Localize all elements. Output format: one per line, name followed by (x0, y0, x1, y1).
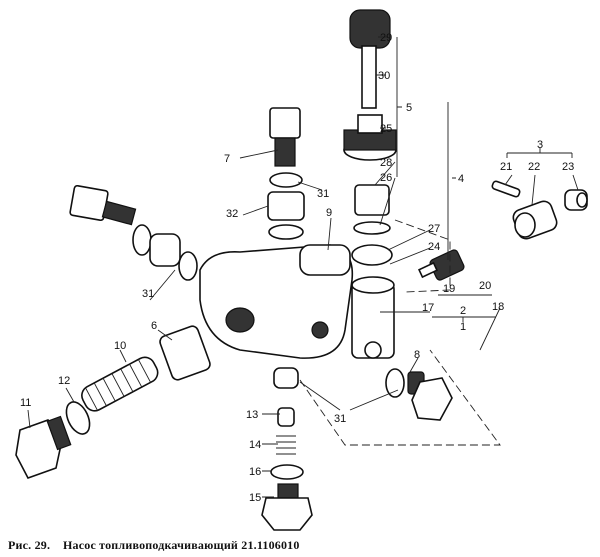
label-13: 13 (246, 409, 258, 421)
label-20: 20 (479, 280, 491, 292)
label-14: 14 (249, 439, 261, 451)
label-30: 30 (378, 70, 390, 82)
label-28: 28 (380, 157, 392, 169)
part-6-sleeve (159, 325, 211, 381)
part-22-body (512, 200, 558, 240)
part-19-20-valve (417, 249, 465, 281)
part-28-sleeve (354, 184, 390, 216)
label-32: 32 (226, 208, 238, 220)
part-31-washer (269, 172, 303, 188)
part-11-plug (15, 415, 72, 479)
part-12-ring (65, 401, 91, 435)
label-18: 18 (492, 301, 504, 313)
label-25: 25 (380, 123, 392, 135)
label-31: 31 (334, 413, 346, 425)
part-32-bush (267, 191, 305, 221)
label-3: 3 (537, 139, 543, 151)
part-29-knob (349, 9, 391, 109)
figure-caption: Рис. 29. Насос топливоподкачивающий 21.1… (8, 538, 300, 553)
part-pump-body (199, 244, 354, 359)
part-21-pin (491, 180, 521, 198)
label-21: 21 (500, 161, 512, 173)
part-31-washer (132, 224, 152, 256)
label-29: 29 (380, 32, 392, 44)
label-22: 22 (528, 161, 540, 173)
label-8: 8 (414, 349, 420, 361)
part-labels: 29 30 5 25 28 26 4 3 21 22 23 7 31 9 27 … (20, 32, 574, 504)
label-23: 23 (562, 161, 574, 173)
part-24-ring (351, 244, 393, 266)
part-31-washer (178, 251, 198, 281)
label-2: 2 (460, 305, 466, 317)
part-bolt-left (69, 184, 137, 226)
label-7: 7 (224, 153, 230, 165)
label-26: 26 (380, 172, 392, 184)
label-10: 10 (114, 340, 126, 352)
part-10-spring (81, 356, 159, 412)
part-31-washer (273, 367, 299, 389)
label-31: 31 (317, 188, 329, 200)
label-31: 31 (142, 288, 154, 300)
part-17-cylinder (351, 276, 395, 359)
label-16: 16 (249, 466, 261, 478)
part-15-plug (261, 483, 313, 531)
label-5: 5 (406, 102, 412, 114)
label-12: 12 (58, 375, 70, 387)
part-7-bolt (269, 107, 301, 167)
label-9: 9 (326, 207, 332, 219)
label-19: 19 (443, 283, 455, 295)
caption-title: Насос топливоподкачивающий 21.1106010 (62, 538, 300, 552)
label-24: 24 (428, 241, 440, 253)
label-6: 6 (151, 320, 157, 332)
part-14-spring (276, 435, 296, 455)
label-15: 15 (249, 492, 261, 504)
part-13-valve (277, 407, 295, 427)
label-17: 17 (422, 302, 434, 314)
caption-prefix: Рис. 29. (8, 538, 51, 552)
part-8-plug (385, 368, 453, 421)
part-25-nut (343, 114, 397, 161)
part-32-bush (149, 233, 181, 267)
part-23-bush (564, 189, 588, 211)
label-4: 4 (458, 173, 464, 185)
label-11: 11 (20, 397, 31, 409)
part-27-ring (353, 221, 391, 235)
part-31-washer (268, 224, 304, 240)
leader-lines (27, 36, 579, 498)
label-1: 1 (460, 321, 466, 333)
label-27: 27 (428, 223, 440, 235)
part-16-ring (270, 464, 304, 480)
